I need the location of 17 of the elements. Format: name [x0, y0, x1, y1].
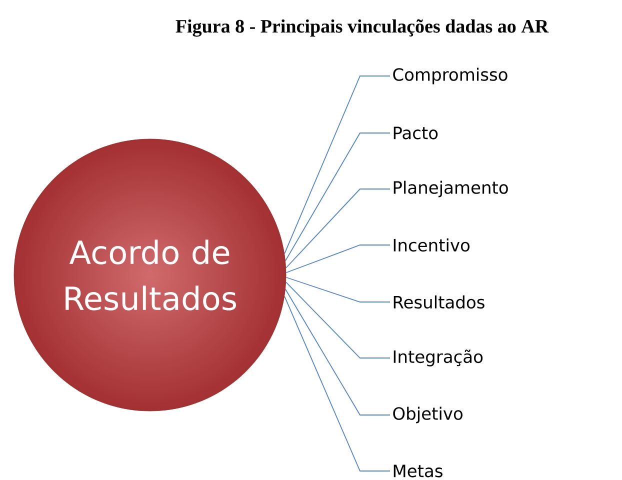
item-label: Objetivo	[393, 406, 462, 424]
item-label: Integração	[394, 350, 483, 366]
item-label: Planejamento	[394, 180, 508, 198]
item-label: Incentivo	[394, 238, 470, 252]
connector-line	[285, 288, 390, 416]
connector-line	[285, 132, 390, 262]
connector-line	[286, 244, 390, 274]
connector-line	[286, 188, 390, 268]
connector-line	[286, 276, 390, 302]
item-label: Metas	[394, 464, 442, 478]
connector-line	[284, 296, 390, 472]
connector-line	[286, 282, 390, 358]
connector-line	[284, 76, 390, 254]
item-label: Compromisso	[393, 68, 508, 84]
figure-title: Figura 8 - Principais vinculações dadas ao AR	[176, 19, 549, 37]
item-label: Resultados	[394, 295, 484, 309]
item-label: Pacto	[394, 126, 438, 140]
